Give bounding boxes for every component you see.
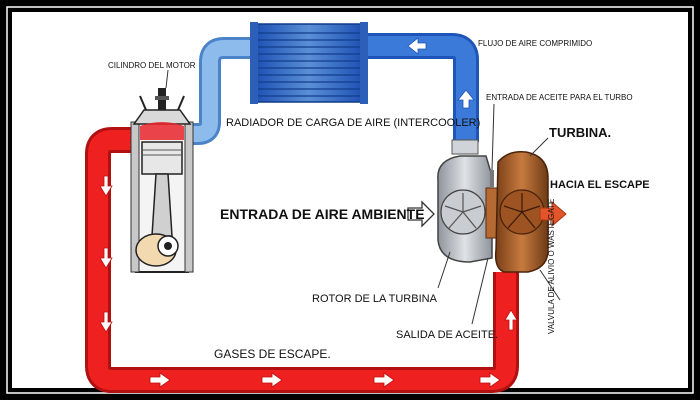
leader-lines <box>165 69 561 325</box>
turbocharger <box>437 139 549 273</box>
label-turbine-rotor: ROTOR DE LA TURBINA <box>312 293 437 305</box>
engine-cylinder <box>130 88 194 273</box>
exhaust-pipe <box>85 127 519 393</box>
exhaust-arrow-right-1 <box>149 372 171 388</box>
label-turbine: TURBINA. <box>549 125 612 140</box>
leader-cylinder <box>165 69 169 89</box>
exhaust-arrow-right-2 <box>261 372 283 388</box>
leader-rotor <box>437 251 451 289</box>
intake-arrow-left <box>407 37 427 55</box>
leader-oil-outlet <box>471 257 489 325</box>
leader-wastegate <box>539 269 561 301</box>
exhaust-outlet-arrow <box>539 200 567 228</box>
turbine-wheel <box>503 193 541 229</box>
label-oil-inlet: ENTRADA DE ACEITE PARA EL TURBO <box>486 93 633 102</box>
intake-flow-arrows <box>407 37 475 109</box>
piston <box>141 141 183 175</box>
label-wastegate-valve: VALVULA DE ALIVIO O WASTEGATE <box>547 198 556 334</box>
exhaust-arrow-right-3 <box>373 372 395 388</box>
intake-pipe <box>187 33 479 145</box>
intercooler <box>250 22 368 104</box>
label-oil-outlet: SALIDA DE ACEITE. <box>396 329 499 341</box>
leader-turbine <box>529 137 549 157</box>
exhaust-arrow-down-1 <box>99 175 113 197</box>
label-exhaust-gases: GASES DE ESCAPE. <box>214 347 331 361</box>
exhaust-flow-arrows <box>99 175 518 388</box>
connecting-rod <box>151 173 173 237</box>
label-to-exhaust: HACIA EL ESCAPE <box>550 179 650 191</box>
exhaust-arrow-down-3 <box>99 311 113 333</box>
label-intercooler: RADIADOR DE CARGA DE AIRE (INTERCOOLER) <box>226 117 481 129</box>
exhaust-arrow-down-2 <box>99 247 113 269</box>
label-compressed-air-flow: FLUJO DE AIRE COMPRIMIDO <box>478 39 593 48</box>
intake-arrow-up <box>457 89 475 109</box>
ambient-air-arrow <box>407 200 435 228</box>
exhaust-arrow-up <box>504 309 518 331</box>
compressor-wheel <box>444 193 482 229</box>
exhaust-arrow-right-4 <box>479 372 501 388</box>
leader-oil-inlet <box>491 103 495 171</box>
label-engine-cylinder: CILINDRO DEL MOTOR <box>108 61 196 70</box>
label-ambient-air-inlet: ENTRADA DE AIRE AMBIENTE <box>220 206 425 222</box>
